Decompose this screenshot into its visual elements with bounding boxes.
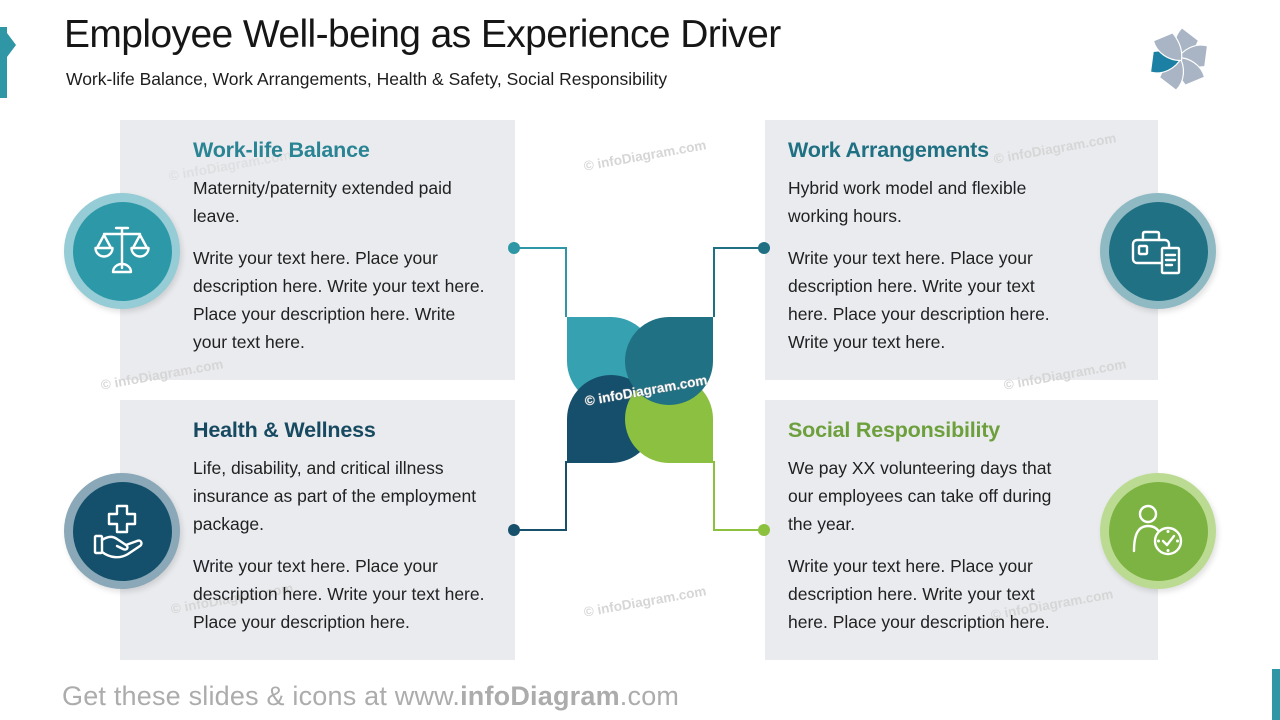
infodiagram-logo-icon — [1140, 20, 1218, 103]
watermark: © infoDiagram.com — [582, 583, 708, 620]
bottom-right-accent-bar — [1272, 669, 1280, 720]
card-paragraph: Write your text here. Place your descrip… — [788, 248, 1050, 352]
connector-dot — [508, 242, 520, 254]
work-life-balance-badge — [64, 193, 180, 309]
connector-work-life-balance — [514, 247, 567, 249]
card-work-life-balance: Work-life Balance Maternity/paternity ex… — [120, 120, 515, 380]
connector-social-responsibility — [713, 529, 764, 531]
work-arrangements-badge — [1100, 193, 1216, 309]
footer-prefix: Get these slides & icons at www. — [62, 681, 461, 711]
card-paragraph: Hybrid work model and flexible working h… — [788, 178, 1027, 226]
card-title: Social Responsibility — [788, 418, 1001, 442]
page-subtitle: Work-life Balance, Work Arrangements, He… — [66, 69, 668, 89]
connector-dot — [508, 524, 520, 536]
card-title: Work Arrangements — [788, 138, 989, 162]
center-pinwheel — [567, 317, 713, 463]
health-wellness-badge — [64, 473, 180, 589]
connector-dot — [758, 524, 770, 536]
connector-work-life-balance — [565, 247, 567, 317]
connector-work-arrangements — [713, 247, 764, 249]
card-paragraph: We pay XX volunteering days that our emp… — [788, 458, 1052, 534]
card-paragraph: Write your text here. Place your descrip… — [193, 248, 485, 352]
footer-suffix: .com — [619, 681, 680, 711]
card-paragraph: Maternity/paternity extended paid leave. — [193, 178, 452, 226]
connector-dot — [758, 242, 770, 254]
scales-icon — [72, 201, 172, 301]
left-accent-arrow-icon — [7, 33, 16, 57]
watermark: © infoDiagram.com — [582, 137, 708, 174]
hand-cross-icon — [72, 481, 172, 581]
card-social-responsibility: Social Responsibility We pay XX voluntee… — [765, 400, 1158, 660]
connector-health-wellness — [565, 461, 567, 531]
connector-social-responsibility — [713, 461, 715, 531]
card-paragraph: Write your text here. Place your descrip… — [788, 556, 1050, 632]
social-responsibility-badge — [1100, 473, 1216, 589]
left-accent-bar — [0, 27, 7, 98]
petal-work-arrangements — [625, 317, 713, 405]
card-title: Health & Wellness — [193, 418, 376, 442]
footer-credit: Get these slides & icons at www.infoDiag… — [62, 681, 679, 712]
footer-brand: infoDiagram — [460, 681, 620, 711]
card-paragraph: Life, disability, and critical illness i… — [193, 458, 477, 534]
card-paragraph: Write your text here. Place your descrip… — [193, 556, 485, 632]
card-title: Work-life Balance — [193, 138, 370, 162]
card-health-wellness: Health & Wellness Life, disability, and … — [120, 400, 515, 660]
connector-work-arrangements — [713, 247, 715, 317]
card-work-arrangements: Work Arrangements Hybrid work model and … — [765, 120, 1158, 380]
person-clock-icon — [1108, 481, 1208, 581]
connector-health-wellness — [514, 529, 567, 531]
page-title: Employee Well-being as Experience Driver — [64, 13, 781, 56]
toolbox-document-icon — [1108, 201, 1208, 301]
